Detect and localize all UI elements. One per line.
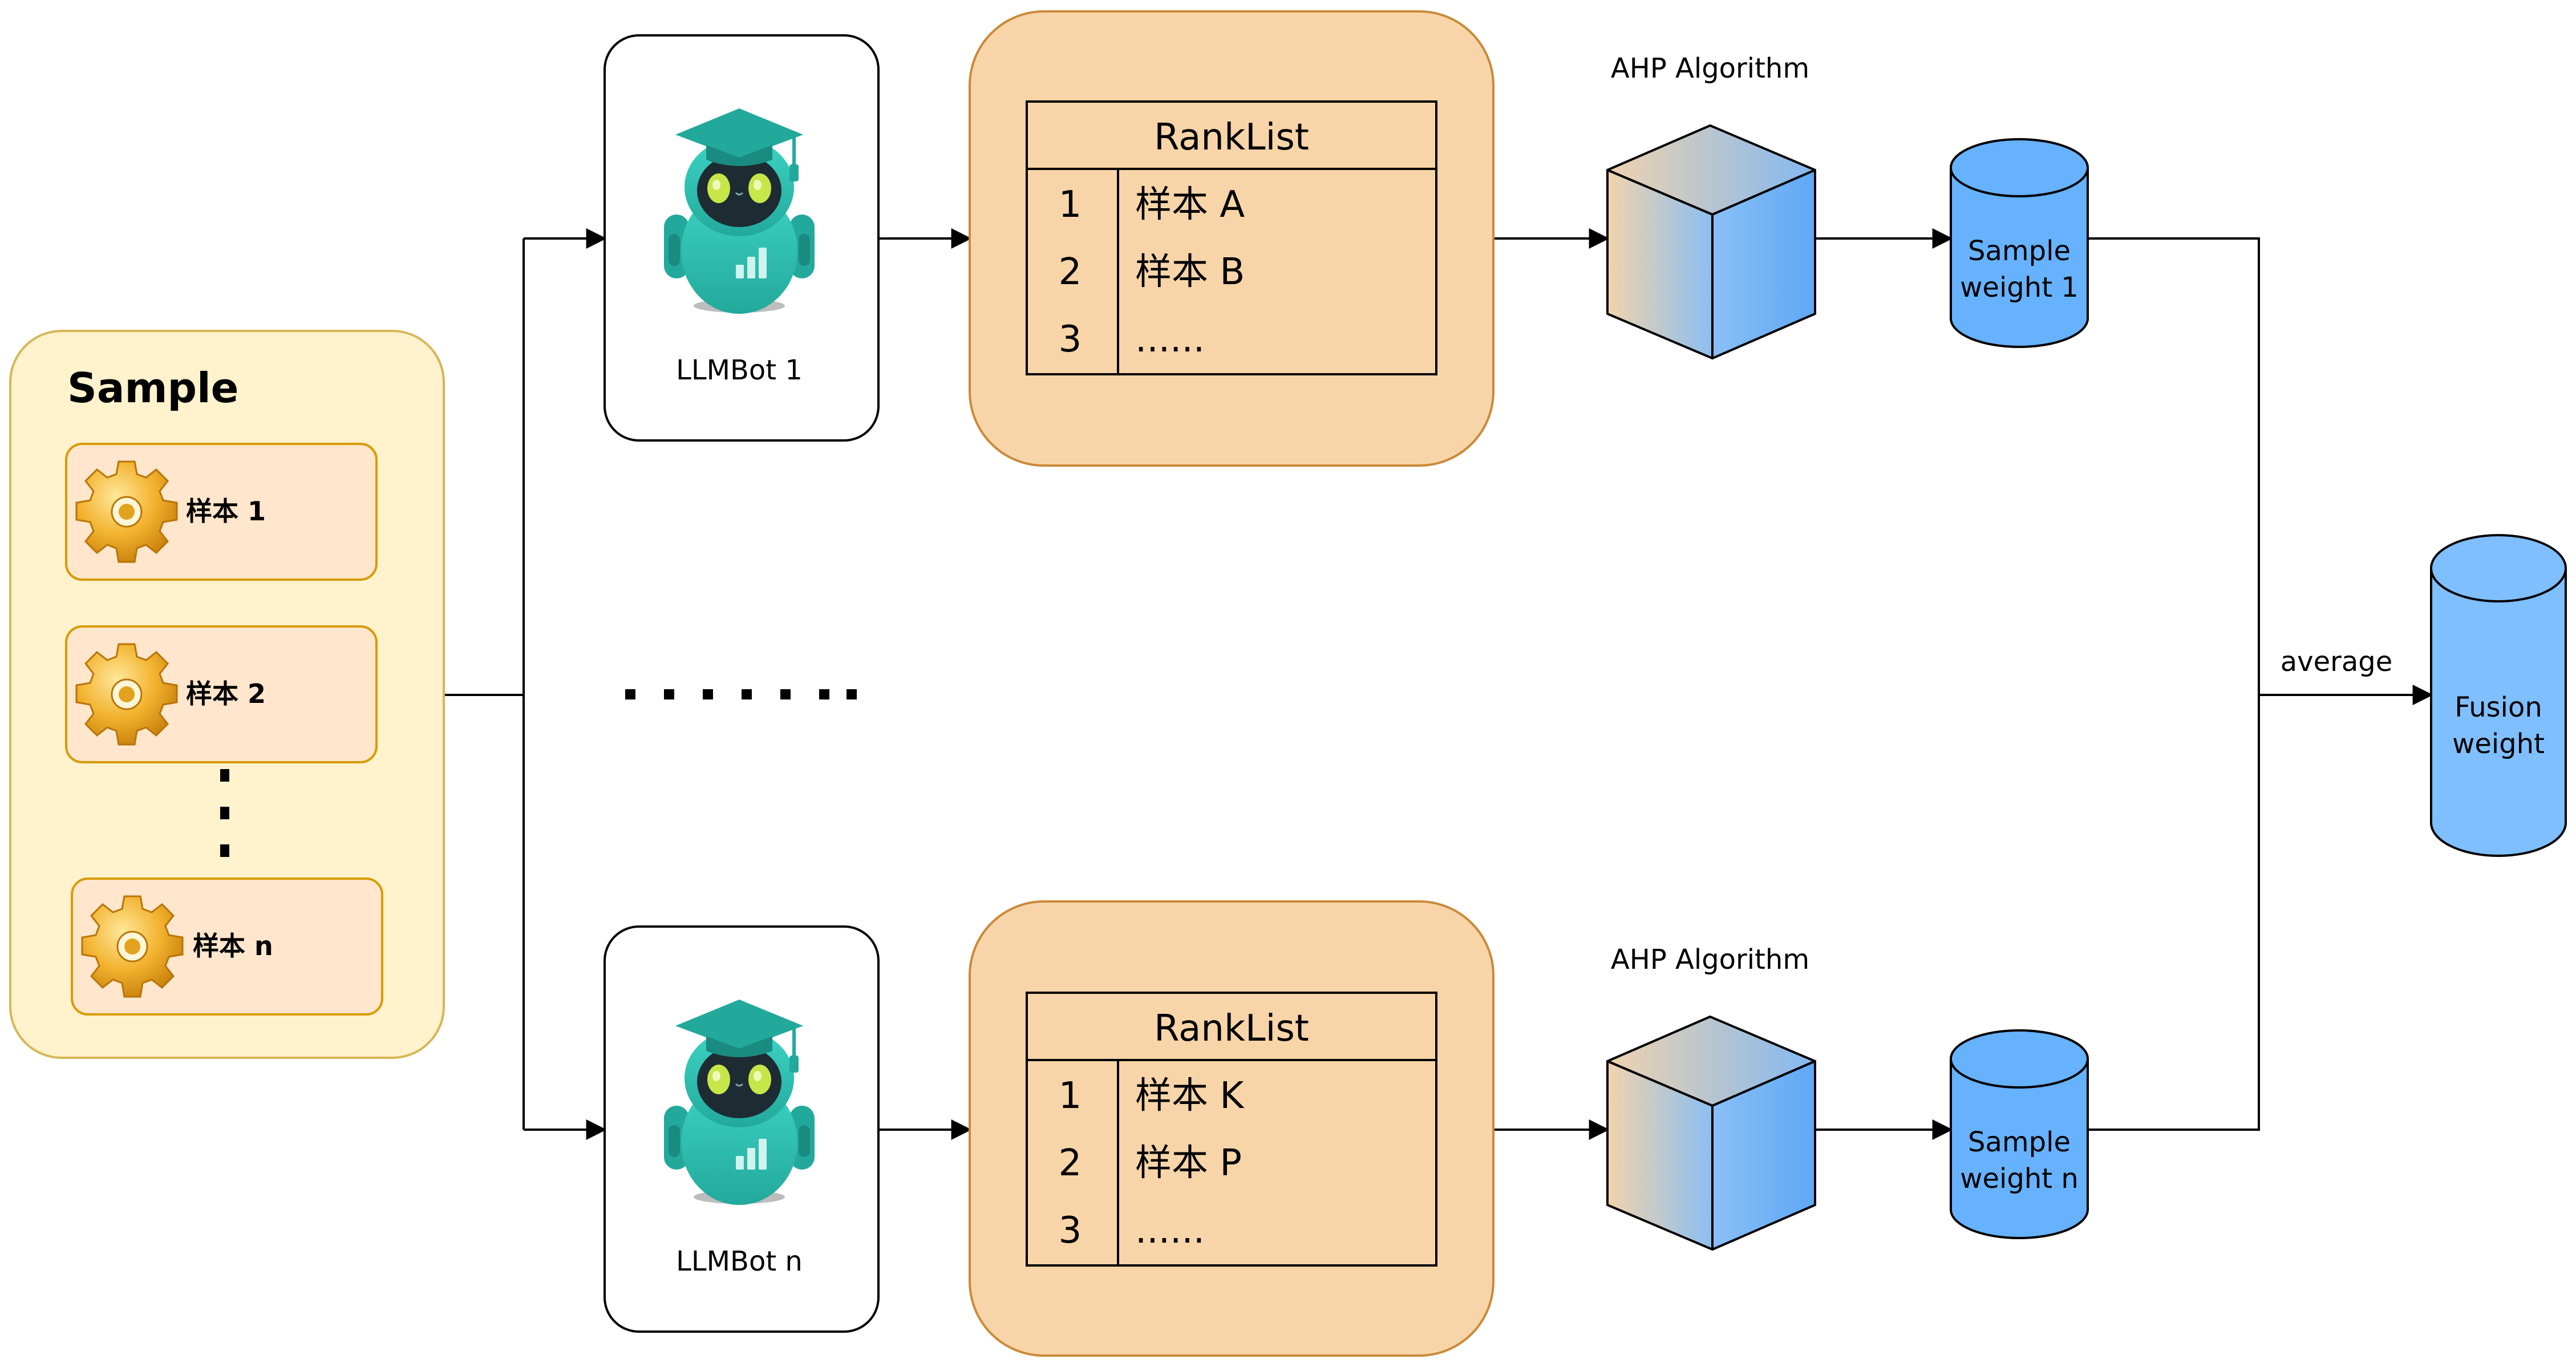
- weight-label-line1: Sample: [1968, 1126, 2071, 1158]
- rank-item: ......: [1135, 1210, 1205, 1252]
- weight-label-line1: Sample: [1968, 235, 2071, 267]
- rank-number: 2: [1059, 251, 1082, 293]
- sample-group: Sample 样本 1 样本 2: [9, 330, 445, 1059]
- ahp-label: AHP Algorithm: [1611, 52, 1809, 84]
- ranklist-title: RankList: [1154, 1008, 1309, 1050]
- sample-item-label: 样本 n: [193, 931, 273, 961]
- gear-icon: [81, 895, 184, 998]
- rank-number: 2: [1059, 1142, 1082, 1184]
- ahp-label: AHP Algorithm: [1611, 944, 1809, 976]
- sample-item-2: 样本 2: [65, 625, 378, 763]
- rank-item: 样本 B: [1135, 251, 1245, 293]
- rank-number: 1: [1059, 184, 1082, 226]
- sample-weight-n: Sample weight n: [1950, 1029, 2089, 1239]
- sample-item-label: 样本 2: [186, 678, 266, 709]
- ranklist-n-container: RankList 1 样本 K 2 样本 P 3 ......: [969, 900, 1494, 1357]
- weight-label-line2: weight 1: [1960, 272, 2079, 304]
- llmbot-1: LLMBot 1: [604, 34, 880, 442]
- sample-weight-1: Sample weight 1: [1950, 138, 2089, 348]
- rank-number: 3: [1059, 318, 1082, 361]
- rank-item: ......: [1135, 318, 1205, 361]
- sample-title: Sample: [67, 364, 239, 412]
- ellipsis-horizontal: [625, 689, 857, 699]
- fusion-weight: Fusion weight: [2430, 534, 2567, 857]
- bot-label: LLMBot 1: [676, 354, 803, 386]
- gear-icon: [75, 643, 178, 746]
- sample-item-n: 样本 n: [71, 877, 383, 1016]
- rank-number: 3: [1059, 1210, 1082, 1252]
- ahp-n: AHP Algorithm: [1606, 944, 1816, 1251]
- sample-item-1: 样本 1: [65, 443, 378, 581]
- edge-merge: [2088, 237, 2260, 1131]
- fusion-label-line1: Fusion: [2455, 691, 2542, 723]
- ranklist-1-container: RankList 1 样本 A 2 样本 B 3 ......: [969, 10, 1494, 467]
- ahp-1: AHP Algorithm: [1606, 52, 1816, 359]
- cube-icon: [1606, 124, 1816, 359]
- fusion-label-line2: weight: [2452, 728, 2545, 760]
- llmbot-n: LLMBot n: [604, 925, 880, 1333]
- ranklist-1-table: RankList 1 样本 A 2 样本 B 3 ......: [1026, 100, 1437, 375]
- rank-item: 样本 P: [1135, 1142, 1242, 1184]
- ellipsis-vertical: [220, 769, 229, 857]
- cube-icon: [1606, 1016, 1816, 1251]
- ranklist-n-table: RankList 1 样本 K 2 样本 P 3 ......: [1026, 992, 1437, 1267]
- sample-item-label: 样本 1: [186, 496, 266, 527]
- bot-label: LLMBot n: [676, 1245, 803, 1277]
- ranklist-title: RankList: [1154, 116, 1309, 159]
- rank-item: 样本 A: [1135, 184, 1245, 226]
- weight-label-line2: weight n: [1960, 1163, 2079, 1195]
- rank-item: 样本 K: [1135, 1075, 1245, 1117]
- gear-icon: [75, 460, 178, 563]
- rank-number: 1: [1059, 1075, 1082, 1117]
- edges: [445, 228, 2433, 1140]
- average-edge-label: average: [2281, 646, 2393, 678]
